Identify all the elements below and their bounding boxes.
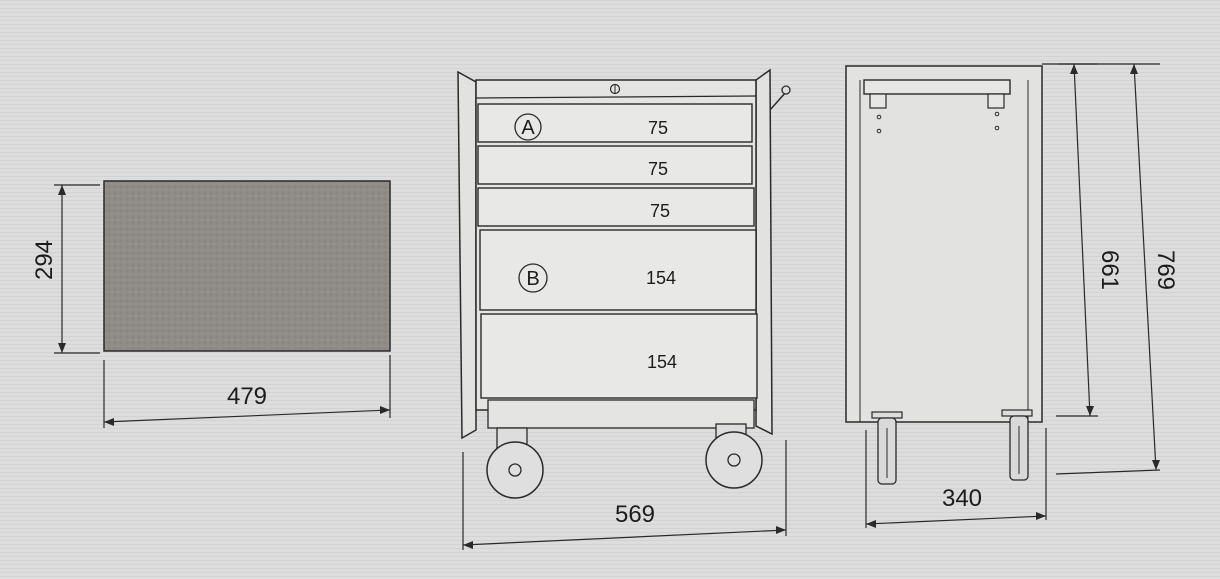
lock-icon bbox=[609, 83, 621, 95]
total-height-dimension bbox=[1055, 63, 1161, 475]
drawer-height-label: 75 bbox=[648, 118, 668, 138]
drawer-5: 154 bbox=[480, 313, 758, 399]
caster-wheel-icon bbox=[1001, 409, 1033, 481]
side-view: 340 661 769 bbox=[845, 63, 1179, 528]
drawer-marker: B bbox=[526, 268, 539, 290]
top-handle-bar bbox=[863, 79, 1011, 95]
caster-wheel-icon bbox=[871, 411, 903, 485]
drawer-3: 75 bbox=[477, 187, 755, 227]
depth-dimension bbox=[54, 184, 100, 354]
top-panel bbox=[103, 180, 391, 352]
drawer-height-label: 75 bbox=[648, 159, 668, 179]
drawer-height-label: 75 bbox=[650, 201, 670, 221]
side-depth-dimension bbox=[865, 428, 1047, 528]
left-side-panel bbox=[457, 70, 477, 440]
right-side-panel bbox=[755, 68, 773, 436]
marker-circle-b bbox=[518, 263, 548, 293]
cabinet-base bbox=[487, 399, 755, 429]
front-width-dimension bbox=[462, 440, 787, 550]
front-view: A 75 75 75 B 154 154 bbox=[457, 68, 791, 550]
top-width-label: 479 bbox=[227, 383, 267, 410]
body-height-dimension bbox=[1042, 63, 1098, 417]
caster-wheel-icon bbox=[486, 427, 544, 499]
handle-lever-icon bbox=[769, 85, 791, 111]
side-panel bbox=[845, 65, 1043, 423]
side-depth-label: 340 bbox=[942, 485, 982, 512]
side-total-height-label: 769 bbox=[1152, 250, 1179, 290]
top-view: 294 479 bbox=[31, 180, 391, 428]
side-body-height-label: 661 bbox=[1096, 250, 1123, 290]
marker-circle-a bbox=[514, 113, 542, 141]
drawer-2: 75 bbox=[477, 145, 753, 185]
drawer-marker: A bbox=[521, 117, 535, 139]
drawer-1: A 75 bbox=[477, 103, 753, 143]
caster-wheel-icon bbox=[705, 423, 763, 489]
drawer-height-label: 154 bbox=[646, 268, 676, 288]
drawer-4: B 154 bbox=[479, 229, 757, 311]
drawer-height-label: 154 bbox=[647, 352, 677, 372]
width-dimension bbox=[103, 355, 391, 428]
top-depth-label: 294 bbox=[31, 240, 58, 280]
front-width-label: 569 bbox=[615, 501, 655, 528]
